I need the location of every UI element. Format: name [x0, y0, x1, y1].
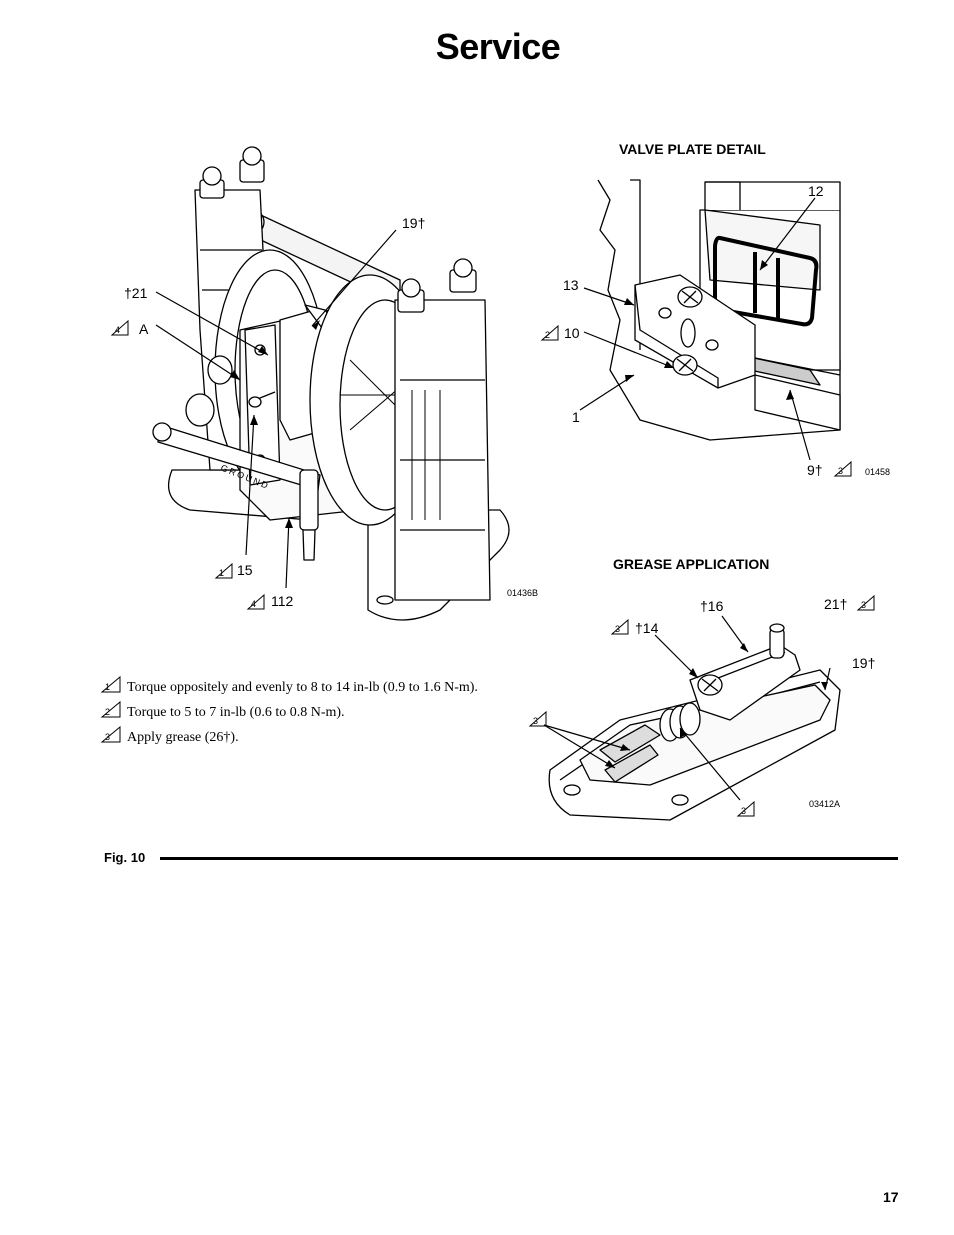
svg-text:1: 1 — [105, 682, 110, 692]
note-text: Torque oppositely and evenly to 8 to 14 … — [127, 680, 478, 695]
svg-text:3: 3 — [838, 466, 843, 476]
triangle-ref-note-1: 1 — [100, 676, 121, 693]
grease-illustration — [543, 615, 841, 821]
svg-text:2: 2 — [545, 330, 550, 340]
drawing-code-valve: 01458 — [865, 467, 891, 477]
triangle-ref-note-2: 2 — [100, 701, 121, 718]
valve-callout-9: 9† — [807, 462, 823, 478]
svg-text:4: 4 — [115, 325, 120, 335]
svg-text:4: 4 — [251, 599, 256, 609]
triangle-ref-3-14: 3 — [610, 619, 629, 635]
triangle-ref-3-9: 3 — [833, 461, 852, 477]
valve-callout-1: 1 — [572, 409, 580, 425]
grease-heading: GREASE APPLICATION — [613, 556, 770, 572]
svg-text:1: 1 — [219, 568, 224, 578]
callout-a: A — [139, 321, 149, 337]
note-text: Apply grease (26†). — [127, 730, 239, 745]
callout-19: 19† — [402, 215, 426, 231]
svg-text:3: 3 — [105, 732, 110, 742]
svg-text:3: 3 — [861, 600, 866, 610]
svg-text:3: 3 — [741, 806, 746, 816]
svg-text:3: 3 — [533, 716, 538, 726]
valve-plate-heading: VALVE PLATE DETAIL — [619, 141, 766, 157]
page-number: 17 — [883, 1189, 899, 1205]
svg-text:2: 2 — [105, 707, 110, 717]
triangle-ref-3-grease-bottom: 3 — [736, 801, 755, 817]
grease-callout-21: 21† — [824, 596, 848, 612]
note-text: Torque to 5 to 7 in-lb (0.6 to 0.8 N-m). — [127, 705, 345, 720]
callout-112: 112 — [271, 593, 294, 609]
grease-callout-14: †14 — [635, 620, 659, 636]
callout-15: 15 — [237, 562, 253, 578]
svg-text:3: 3 — [615, 624, 620, 634]
valve-callout-13: 13 — [563, 277, 579, 293]
callout-21: †21 — [124, 285, 148, 301]
triangle-ref-3-grease-left: 3 — [528, 711, 547, 727]
valve-callout-12: 12 — [808, 183, 824, 199]
triangle-ref-4-112: 4 — [246, 594, 265, 610]
page-title: Service — [435, 26, 561, 67]
triangle-ref-note-3: 3 — [100, 726, 121, 743]
figure-label: Fig. 10 — [104, 850, 146, 865]
drawing-code-main: 01436B — [507, 588, 539, 598]
drawing-code-grease: 03412A — [809, 799, 841, 809]
figure-rule — [160, 857, 898, 860]
grease-callout-16: †16 — [700, 598, 724, 614]
valve-plate-illustration — [579, 179, 841, 461]
triangle-ref-4-a: 4 — [110, 320, 129, 336]
grease-callout-19: 19† — [852, 655, 876, 671]
triangle-ref-2-10: 2 — [540, 325, 559, 341]
valve-callout-10: 10 — [564, 325, 580, 341]
triangle-ref-3-21: 3 — [856, 595, 875, 611]
triangle-ref-1-15: 1 — [214, 563, 233, 579]
pump-illustration: GROUND — [152, 146, 510, 621]
